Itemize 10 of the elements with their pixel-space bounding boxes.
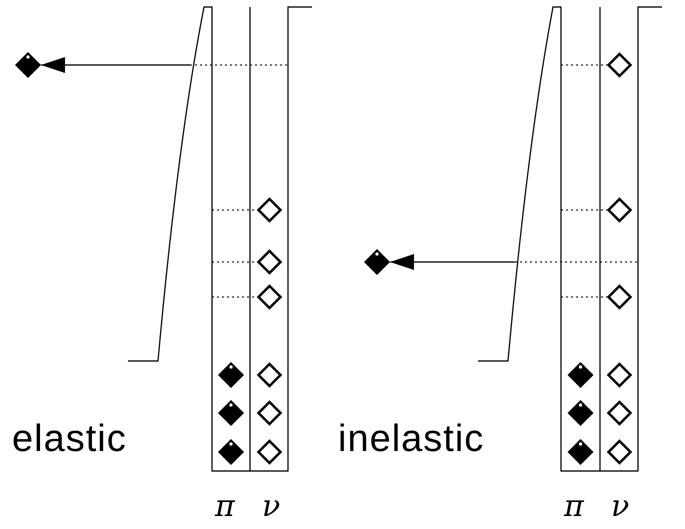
- label-text: ν: [262, 492, 280, 522]
- arrow: [41, 57, 190, 73]
- filled-diamond-icon: [15, 52, 41, 78]
- label-text: inelastic: [338, 420, 484, 458]
- label-text: elastic: [12, 420, 127, 458]
- label-text: ν: [611, 492, 630, 522]
- label-text: π: [215, 492, 235, 522]
- filled-diamond-icon: [364, 249, 390, 275]
- label-text: π: [564, 492, 584, 522]
- arrow: [390, 254, 515, 270]
